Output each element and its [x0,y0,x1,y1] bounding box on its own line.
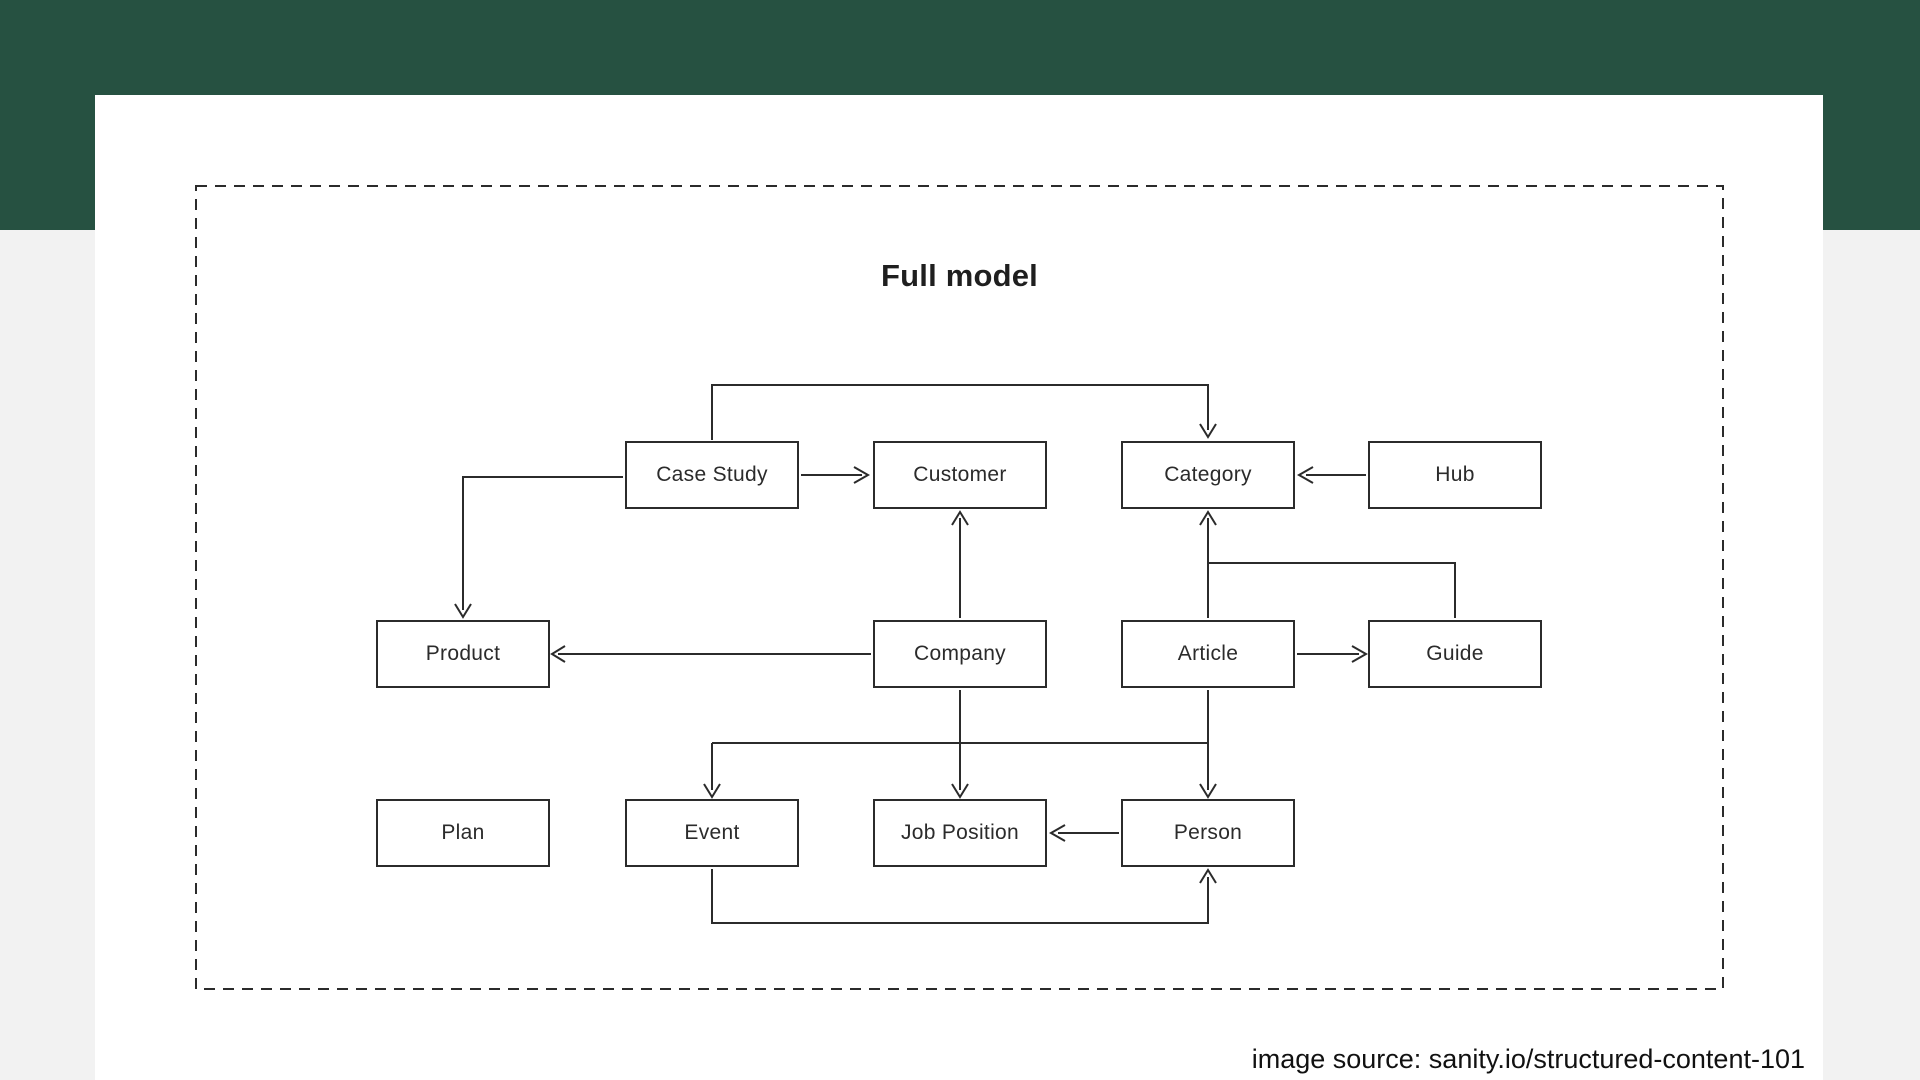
node-company: Company [873,620,1047,688]
node-guide: Guide [1368,620,1542,688]
diagram-title: Full model [881,258,1038,293]
image-source-credit: image source: sanity.io/structured-conte… [1251,1044,1805,1074]
node-plan: Plan [376,799,550,867]
node-hub: Hub [1368,441,1542,509]
node-article: Article [1121,620,1295,688]
content-card [95,95,1823,1080]
node-customer: Customer [873,441,1047,509]
node-case-study: Case Study [625,441,799,509]
node-product: Product [376,620,550,688]
node-job-position: Job Position [873,799,1047,867]
node-event: Event [625,799,799,867]
node-person: Person [1121,799,1295,867]
node-category: Category [1121,441,1295,509]
